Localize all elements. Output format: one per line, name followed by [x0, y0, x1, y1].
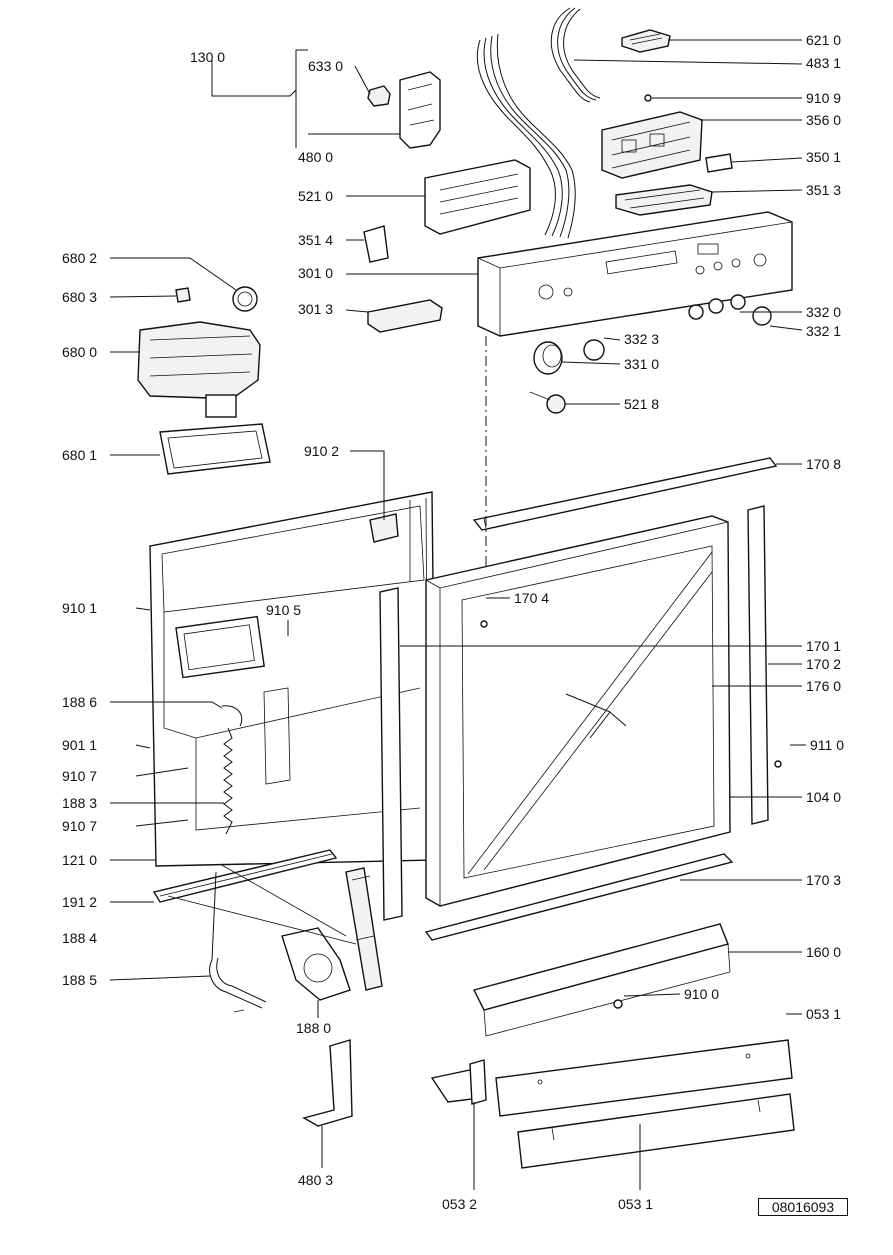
- label-188-4: 188 4: [62, 930, 97, 946]
- part-910-2-drawing: [369, 513, 399, 543]
- label-680-3: 680 3: [62, 289, 97, 305]
- label-188-6: 188 6: [62, 694, 97, 710]
- part-633-0-drawing: [367, 85, 391, 107]
- label-170-8: 170 8: [806, 456, 841, 472]
- label-910-7-upper: 910 7: [62, 768, 97, 784]
- label-170-4: 170 4: [514, 590, 549, 606]
- part-053-2-bracket-drawing: [430, 1059, 487, 1105]
- label-910-5: 910 5: [266, 602, 301, 618]
- part-188-4-drawing: [211, 871, 217, 961]
- label-301-3: 301 3: [298, 301, 333, 317]
- label-331-0: 331 0: [624, 356, 659, 372]
- label-053-1-lower: 053 1: [618, 1196, 653, 1212]
- label-910-0: 910 0: [684, 986, 719, 1002]
- label-176-0: 176 0: [806, 678, 841, 694]
- part-170-8-strip-drawing: [472, 457, 778, 531]
- label-170-1: 170 1: [806, 638, 841, 654]
- part-356-0-drawing: [601, 111, 703, 179]
- part-483-1-cable-drawing: [550, 7, 601, 103]
- part-910-0-screw: [613, 999, 623, 1009]
- part-521-0-drawing: [424, 159, 531, 235]
- part-480-3-bracket-drawing: [302, 1039, 353, 1127]
- label-053-1-upper: 053 1: [806, 1006, 841, 1022]
- label-480-0: 480 0: [298, 149, 333, 165]
- part-170-3-strip-drawing: [424, 853, 734, 941]
- label-621-0: 621 0: [806, 32, 841, 48]
- label-680-2: 680 2: [62, 250, 97, 266]
- label-680-1: 680 1: [62, 447, 97, 463]
- part-number-labels: 621 0 483 1 130 0 633 0 480 0 910 9 356 …: [62, 32, 844, 1212]
- label-188-5: 188 5: [62, 972, 97, 988]
- label-130-0: 130 0: [190, 49, 225, 65]
- label-483-1: 483 1: [806, 55, 841, 71]
- label-332-1: 332 1: [806, 323, 841, 339]
- label-910-2: 910 2: [304, 443, 339, 459]
- part-680-3-drawing: [175, 287, 191, 303]
- drawing-reference-number: 08016093: [758, 1198, 848, 1216]
- part-350-1-drawing: [705, 153, 733, 173]
- part-160-0-plinth-drawing: [472, 923, 731, 1037]
- part-351-4-drawing: [363, 225, 389, 263]
- label-104-0: 104 0: [806, 789, 841, 805]
- part-301-3-drawing: [367, 299, 443, 333]
- part-191-2-rail-drawing: [152, 849, 338, 903]
- part-911-0-screw: [774, 760, 782, 768]
- part-332-0-knobs-drawing: [688, 294, 772, 326]
- part-121-0-inner-door-drawing: [149, 491, 437, 867]
- part-170-2-strip-drawing: [747, 505, 769, 825]
- part-188-0-hinge-drawing: [281, 867, 383, 1001]
- label-170-2: 170 2: [806, 656, 841, 672]
- part-621-0-drawing: [621, 29, 671, 53]
- label-910-1: 910 1: [62, 600, 97, 616]
- label-521-8: 521 8: [624, 396, 659, 412]
- part-188-5-drawing: [209, 957, 267, 1013]
- label-191-2: 191 2: [62, 894, 97, 910]
- label-160-0: 160 0: [806, 944, 841, 960]
- label-351-4: 351 4: [298, 232, 333, 248]
- part-680-2-drawing: [232, 286, 258, 312]
- leader-lines: [109, 39, 806, 1190]
- label-170-3: 170 3: [806, 872, 841, 888]
- label-356-0: 356 0: [806, 112, 841, 128]
- part-332-3-drawing: [583, 339, 605, 361]
- part-170-4-screw: [480, 620, 488, 628]
- label-351-3: 351 3: [806, 182, 841, 198]
- part-680-1-gasket-drawing: [159, 423, 271, 475]
- cable-bundle-drawing: [476, 33, 576, 239]
- label-633-0: 633 0: [308, 58, 343, 74]
- part-188-6-drawing: [221, 705, 243, 727]
- label-053-2: 053 2: [442, 1196, 477, 1212]
- part-053-1-board-top-drawing: [495, 1039, 793, 1117]
- part-188-3-spring-drawing: [223, 727, 233, 835]
- part-176-0-outer-door-drawing: [425, 515, 731, 907]
- label-301-0: 301 0: [298, 265, 333, 281]
- part-910-9-screw: [644, 94, 652, 102]
- label-901-1: 901 1: [62, 737, 97, 753]
- label-910-7-lower: 910 7: [62, 818, 97, 834]
- label-910-9: 910 9: [806, 90, 841, 106]
- label-332-3: 332 3: [624, 331, 659, 347]
- part-351-3-drawing: [615, 184, 713, 216]
- label-188-3: 188 3: [62, 795, 97, 811]
- label-911-0: 911 0: [810, 737, 844, 753]
- label-521-0: 521 0: [298, 188, 333, 204]
- part-680-0-dispenser-drawing: [137, 321, 261, 418]
- part-170-1-seal-drawing: [379, 587, 403, 921]
- label-480-3: 480 3: [298, 1172, 333, 1188]
- part-331-0-drawing: [533, 341, 563, 375]
- part-521-8-drawing: [529, 391, 566, 414]
- part-301-0-control-panel-drawing: [477, 211, 793, 337]
- label-680-0: 680 0: [62, 344, 97, 360]
- label-188-0: 188 0: [296, 1020, 331, 1036]
- label-350-1: 350 1: [806, 149, 841, 165]
- part-053-1-board-bottom-drawing: [517, 1093, 795, 1169]
- label-121-0: 121 0: [62, 852, 97, 868]
- label-332-0: 332 0: [806, 304, 841, 320]
- part-480-0-drawing: [399, 71, 441, 149]
